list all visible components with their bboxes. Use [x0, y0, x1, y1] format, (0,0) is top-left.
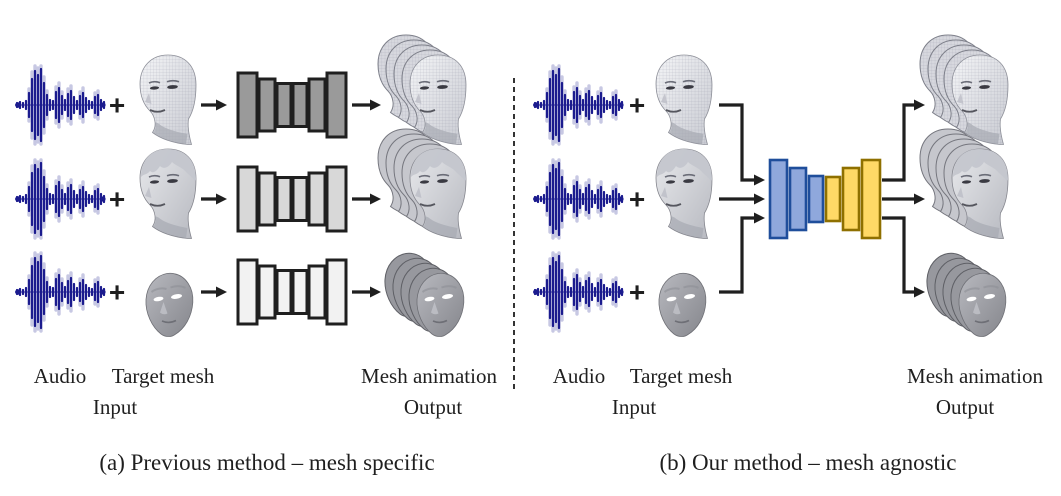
plus-icon: +: [629, 90, 645, 121]
target-mesh-head-icon: [140, 149, 196, 239]
audio-waveform-icon: [531, 158, 626, 240]
elbow-arrow-icon: [719, 103, 765, 186]
target-mesh-head-icon: [656, 55, 712, 145]
target-mesh-head-icon: [140, 55, 196, 145]
output-mesh-stack: [920, 129, 1008, 239]
target-mesh-mask-icon: [659, 273, 706, 336]
input-label: Input: [92, 395, 138, 419]
plus-icon: +: [109, 277, 125, 308]
audio-waveform-icon: [531, 251, 626, 333]
plus-icon: +: [109, 184, 125, 215]
mesh-specific-network: [236, 71, 348, 139]
plus-icon: +: [629, 184, 645, 215]
audio-label: Audio: [552, 364, 606, 388]
plus-icon: +: [629, 277, 645, 308]
target-mesh-label: Target mesh: [629, 364, 733, 388]
audio-waveform-icon: [13, 158, 108, 240]
mesh-specific-network: [236, 258, 348, 326]
output-mesh-stack: [385, 253, 464, 336]
audio-label: Audio: [33, 364, 87, 388]
elbow-arrow-icon: [882, 216, 925, 298]
audio-waveform-icon: [13, 251, 108, 333]
mesh-agnostic-shared-network: [768, 158, 882, 240]
mesh-specific-network: [236, 165, 348, 233]
mesh-animation-label: Mesh animation: [907, 364, 1043, 388]
elbow-arrow-icon: [882, 99, 925, 182]
panel-a: + +: [13, 35, 466, 337]
output-label: Output: [403, 395, 463, 419]
panel-b: + + +: [531, 35, 1008, 337]
output-mesh-stack: [378, 129, 466, 239]
output-mesh-stack: [927, 253, 1006, 336]
plus-icon: +: [109, 90, 125, 121]
elbow-arrow-icon: [719, 212, 765, 294]
panel-b-caption: (b) Our method – mesh agnostic: [659, 450, 957, 475]
target-mesh-label: Target mesh: [111, 364, 215, 388]
target-mesh-head-icon: [656, 149, 712, 239]
panel-a-caption: (a) Previous method – mesh specific: [99, 450, 435, 475]
input-label: Input: [611, 395, 657, 419]
target-mesh-mask-icon: [146, 273, 193, 336]
output-mesh-stack: [378, 35, 466, 145]
audio-waveform-icon: [531, 64, 626, 146]
audio-waveform-icon: [13, 64, 108, 146]
output-label: Output: [935, 395, 995, 419]
output-mesh-stack: [920, 35, 1008, 145]
mesh-animation-label: Mesh animation: [361, 364, 497, 388]
